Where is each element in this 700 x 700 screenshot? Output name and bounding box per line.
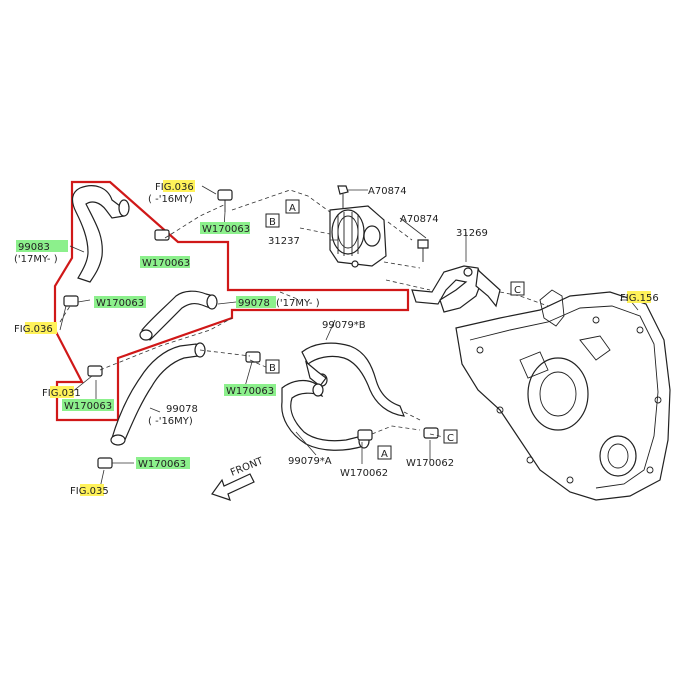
hose-99079b [301, 342, 405, 417]
label-fig036-left[interactable]: FIG.036 [14, 324, 53, 335]
dash-lines [59, 189, 549, 439]
label-99079a: 99079*A [288, 456, 332, 467]
highlight-w170063-6 [136, 457, 190, 469]
highlight-w170063-4 [62, 399, 114, 411]
clamp-99079-a [357, 429, 373, 441]
hose-99083 [71, 185, 130, 283]
ref-b-mid: B [269, 363, 276, 374]
highlight-w170063-5 [224, 384, 276, 396]
highlight-fig031 [50, 386, 74, 398]
ref-a-top: A [289, 203, 296, 214]
oil-cooler-31237 [329, 205, 387, 268]
label-w170063-4: W170063 [64, 401, 112, 412]
label-w170062-a: W170062 [340, 468, 388, 479]
label-w170063-1: W170063 [202, 224, 250, 235]
label-31237: 31237 [268, 236, 300, 247]
label-w170063-2: W170063 [142, 258, 190, 269]
label-99083-sub: ('17MY- ) [14, 254, 58, 265]
label-99078-upper-sub: ('17MY- ) [276, 298, 320, 309]
highlight-w170063-3 [94, 296, 146, 308]
clamp-left-1 [63, 295, 79, 307]
label-99083: 99083 [18, 242, 50, 253]
bolt-a70874-top [337, 185, 349, 208]
label-fig156[interactable]: FIG.156 [620, 293, 659, 304]
bracket-31269 [411, 265, 501, 313]
ref-c-top: C [514, 285, 521, 296]
label-99079b: 99079*B [322, 320, 366, 331]
box-ref-a-bottom [377, 445, 392, 460]
label-a70874-top: A70874 [368, 186, 407, 197]
highlight-fig036-top [163, 180, 195, 192]
highlight-fig035 [80, 484, 104, 496]
label-w170063-5: W170063 [226, 386, 274, 397]
clamp-left-2 [87, 365, 103, 377]
front-arrow: FRONT [211, 455, 266, 501]
clamp-mid [245, 351, 261, 363]
box-ref-a-top [285, 199, 300, 214]
leader-lines [59, 185, 639, 489]
label-99078-lower-sub: ( -'16MY) [148, 416, 193, 427]
label-99078-lower: 99078 [166, 404, 198, 415]
label-w170063-3: W170063 [96, 298, 144, 309]
hose-99078-upper [139, 290, 218, 341]
label-fig035[interactable]: FIG.035 [70, 486, 109, 497]
highlight-99078-upper [236, 296, 276, 308]
clamp-upper-hose [154, 229, 170, 241]
hose-99078-lower [110, 342, 206, 446]
highlight-w170063-2 [140, 256, 190, 268]
ref-c-bottom: C [447, 433, 454, 444]
ref-b-top: B [269, 217, 276, 228]
ref-a-bottom: A [381, 449, 388, 460]
label-a70874-mid: A70874 [400, 214, 439, 225]
hose-99079a [281, 379, 370, 451]
bolt-a70874-mid [417, 239, 429, 262]
box-ref-c-bottom [443, 429, 458, 444]
label-w170062-c: W170062 [406, 458, 454, 469]
clamp-top [217, 189, 233, 212]
box-ref-b-top [265, 213, 280, 228]
highlight-99083 [16, 240, 68, 252]
label-fig031[interactable]: FIG.031 [42, 388, 81, 399]
label-w170063-6: W170063 [138, 459, 186, 470]
box-ref-c-top [510, 281, 525, 296]
highlight-fig036-left [25, 322, 57, 334]
label-fig036-top[interactable]: FIG.036 [155, 182, 194, 193]
label-fig036-top-sub: ( -'16MY) [148, 194, 193, 205]
transmission-housing [455, 289, 671, 501]
label-99078-upper: 99078 [238, 298, 270, 309]
clamp-bottom [97, 457, 113, 469]
highlight-w170063-1 [200, 222, 250, 234]
label-31269: 31269 [456, 228, 488, 239]
clamp-99079-c [423, 427, 439, 439]
highlight-fig156 [627, 291, 651, 303]
box-ref-b-mid [265, 359, 280, 374]
